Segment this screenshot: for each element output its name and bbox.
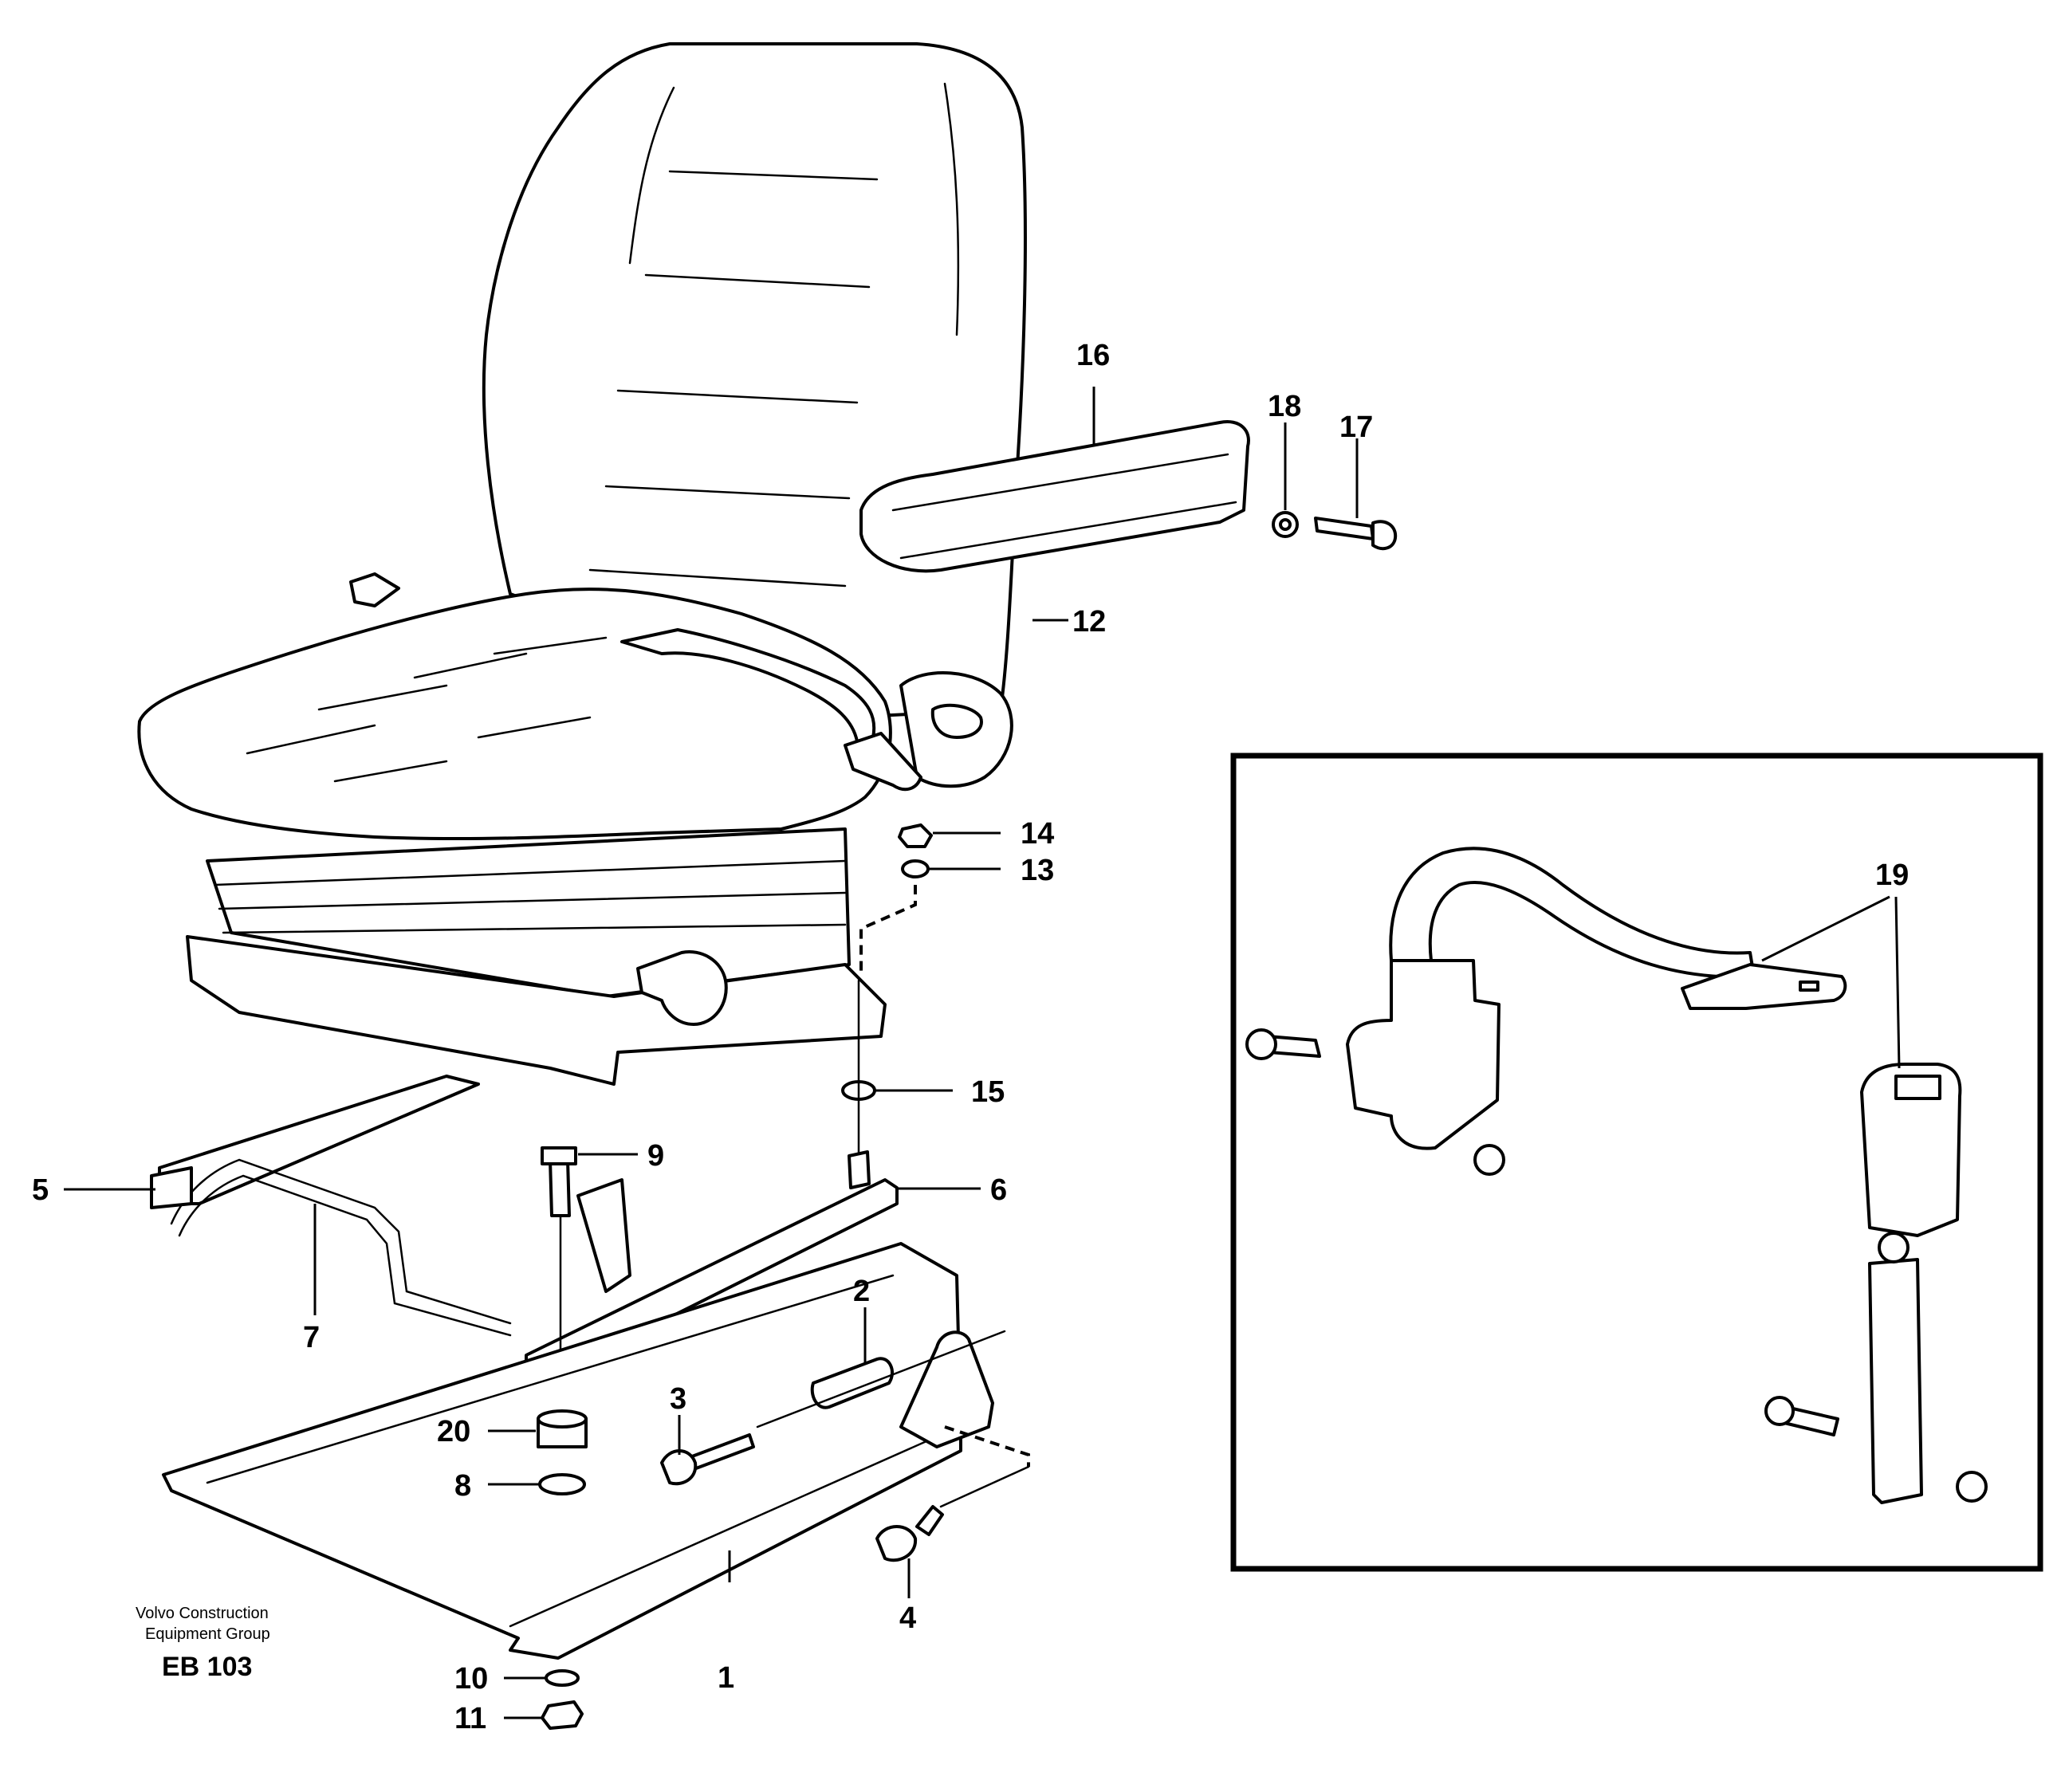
- callout-17: 17: [1339, 411, 1373, 444]
- retractor-nut: [1473, 1144, 1505, 1176]
- nut-14: [898, 823, 933, 848]
- bolt-4: [915, 1505, 944, 1536]
- callout-13: 13: [1021, 854, 1054, 887]
- adjuster-lever-7-inner: [178, 1174, 512, 1337]
- armrest-body: [859, 420, 1250, 573]
- buckle-stalk: [1868, 1258, 1923, 1504]
- seat-base-frame: [186, 935, 887, 1086]
- seat-cushion: [137, 588, 892, 841]
- washer-10: [545, 1669, 580, 1687]
- belt-buckle: [1860, 1063, 1962, 1237]
- bolt-9: [549, 1158, 571, 1217]
- cushion-quilting: [246, 636, 608, 783]
- buckle-button: [1894, 1075, 1941, 1100]
- pivot-lever: [844, 732, 922, 792]
- washer-8: [538, 1473, 586, 1495]
- adjuster-lever-7: [170, 1158, 512, 1325]
- nut-11: [541, 1700, 584, 1730]
- callout-15: 15: [971, 1075, 1005, 1109]
- fastener-path-dashed: [859, 885, 917, 977]
- buckle-pivot: [1878, 1232, 1910, 1263]
- seat-belt-inset: 19: [1230, 753, 2043, 1572]
- callout-5: 5: [32, 1173, 49, 1207]
- callout-7: 7: [303, 1321, 320, 1354]
- leader-19-strap: [1761, 895, 1890, 962]
- suspension-folds: [214, 859, 847, 934]
- base-plate-1: [162, 1242, 962, 1660]
- screw-17: [1314, 517, 1375, 540]
- callout-12: 12: [1072, 605, 1106, 639]
- spacer-20-top: [537, 1409, 588, 1428]
- cushion-handle: [349, 572, 400, 607]
- rail-stud: [848, 1150, 871, 1189]
- callout-leaders: [64, 387, 1359, 1719]
- callout-20: 20: [437, 1415, 470, 1448]
- washer-18-hole: [1279, 518, 1292, 531]
- bushing-2: [810, 1357, 894, 1409]
- tongue-slot: [1799, 980, 1819, 992]
- credit-line-2: Equipment Group: [145, 1625, 270, 1643]
- callout-14: 14: [1021, 817, 1054, 851]
- callout-6: 6: [990, 1173, 1007, 1207]
- bolt-3-head: [660, 1449, 698, 1486]
- slide-rail-5: [158, 1075, 480, 1205]
- bolt-9-head: [541, 1146, 577, 1165]
- callout-8: 8: [454, 1469, 471, 1503]
- callout-2: 2: [853, 1275, 870, 1308]
- credit-line-1: Volvo Construction: [136, 1605, 269, 1622]
- screw-17-head: [1371, 520, 1398, 551]
- bolt-4-leader: [939, 1465, 1030, 1508]
- fastener-path-4: [944, 1425, 1030, 1467]
- base-plate-inner: [206, 1274, 942, 1628]
- belt-strap: [1389, 847, 1756, 979]
- callout-18: 18: [1268, 390, 1301, 423]
- armrest: [859, 420, 1250, 573]
- callout-1: 1: [718, 1661, 734, 1695]
- pivot-axis: [756, 1330, 1006, 1428]
- retractor-bolt-head: [1245, 1028, 1277, 1060]
- callout-11: 11: [454, 1702, 486, 1735]
- callout-4: 4: [899, 1601, 916, 1635]
- belt-tongue: [1681, 963, 1847, 1010]
- rail-bracket: [576, 1178, 631, 1293]
- belt-retractor: [1346, 959, 1501, 1150]
- armrest-edge: [891, 453, 1237, 560]
- callout-19: 19: [1875, 859, 1909, 892]
- adjuster-knob: [636, 950, 728, 1026]
- bolt-4-head: [875, 1525, 918, 1562]
- pivot-slot: [930, 703, 983, 739]
- seat-assembly: [137, 42, 1027, 1086]
- drawing-code: EB 103: [162, 1652, 252, 1682]
- callout-10: 10: [454, 1662, 488, 1696]
- slide-rail-5-end: [150, 1166, 193, 1209]
- buckle-bolt-head: [1764, 1396, 1795, 1426]
- backrest-quilting: [588, 82, 960, 588]
- buckle-nut: [1956, 1471, 1988, 1503]
- callout-9: 9: [647, 1139, 664, 1173]
- mount-bracket: [899, 1330, 994, 1448]
- callout-16: 16: [1076, 339, 1110, 372]
- callout-3: 3: [670, 1382, 686, 1416]
- washer-13: [901, 859, 930, 878]
- leader-19-buckle: [1894, 896, 1901, 1069]
